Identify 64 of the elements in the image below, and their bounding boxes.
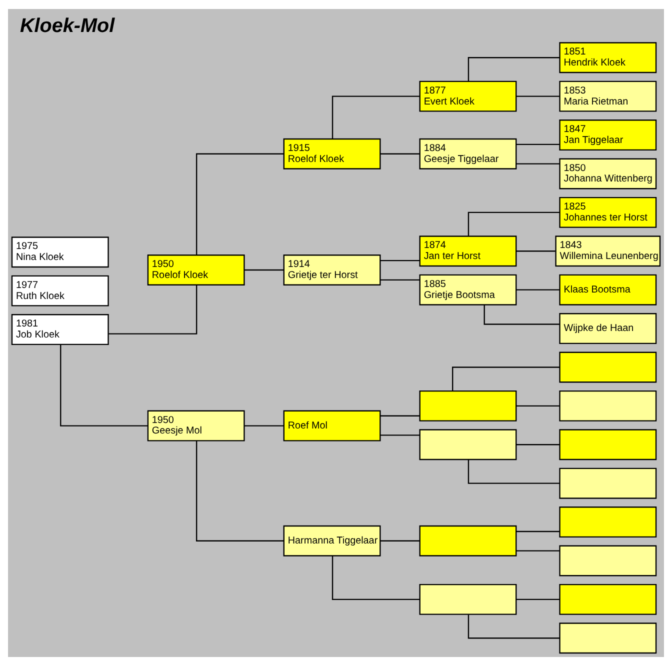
connector <box>516 404 560 406</box>
node-box: 1915 Roelof Kloek <box>283 138 381 169</box>
connector <box>380 414 420 416</box>
connector <box>244 424 284 426</box>
connector <box>60 344 148 426</box>
connector <box>452 366 560 390</box>
node-box: 1847 Jan Tiggelaar <box>559 119 657 150</box>
connector <box>516 444 560 445</box>
connector <box>468 56 560 81</box>
connector <box>516 95 560 96</box>
node-box: Roef Mol <box>283 410 381 441</box>
node-box <box>559 622 657 654</box>
node-box: 1977 Ruth Kloek <box>11 274 109 306</box>
node-box: 1914 Grietje ter Horst <box>283 254 381 285</box>
connector <box>380 152 420 154</box>
node-box: 1825 Johannes ter Horst <box>559 196 657 228</box>
node-box: 1884 Geesje Tiggelaar <box>419 138 517 169</box>
connector <box>380 278 420 280</box>
node-box <box>419 390 517 421</box>
node-box <box>559 467 657 498</box>
connector <box>516 550 560 551</box>
node-box: 1885 Grietje Bootsma <box>419 274 517 305</box>
node-box <box>419 583 517 614</box>
node-box: 1850 Johanna Wittenberg <box>559 158 657 189</box>
connector <box>516 143 560 145</box>
connector <box>196 440 284 541</box>
node-box: 1874 Jan ter Horst <box>419 235 517 266</box>
connector <box>484 304 560 324</box>
connector <box>468 614 560 638</box>
connector <box>332 555 420 600</box>
connector <box>380 259 420 261</box>
connector <box>516 530 560 532</box>
connector <box>468 459 560 484</box>
node-box: 1853 Maria Rietman <box>559 80 657 112</box>
connector <box>516 598 560 600</box>
connector <box>516 250 556 252</box>
node-box: 1877 Evert Kloek <box>419 80 517 112</box>
node-box: Klaas Bootsma <box>559 274 657 305</box>
connector <box>332 95 420 138</box>
connector <box>244 268 284 270</box>
node-box: Harmanna Tiggelaar <box>283 524 381 556</box>
node-box: 1950 Geesje Mol <box>147 410 245 441</box>
connector <box>380 540 420 541</box>
connector <box>108 284 198 334</box>
node-box: 1950 Roelof Kloek <box>147 254 245 285</box>
node-box <box>419 428 517 460</box>
connector <box>516 162 560 164</box>
node-box <box>559 351 657 382</box>
node-box <box>559 544 657 576</box>
connector <box>196 152 284 254</box>
node-box <box>559 390 657 421</box>
node-box: 1975 Nina Kloek <box>11 236 109 268</box>
node-box: 1843 Willemina Leunenberg <box>555 235 661 266</box>
node-box <box>559 506 657 538</box>
connector <box>380 434 420 436</box>
node-box <box>559 583 657 614</box>
node-box <box>559 428 657 460</box>
connector <box>516 288 560 290</box>
node-box <box>419 524 517 556</box>
node-box: 1851 Hendrik Kloek <box>559 42 657 73</box>
node-box: Wijpke de Haan <box>559 312 657 344</box>
connector <box>468 211 560 236</box>
diagram-title: Kloek-Mol <box>20 14 115 36</box>
node-box: 1981 Job Kloek <box>11 314 109 344</box>
